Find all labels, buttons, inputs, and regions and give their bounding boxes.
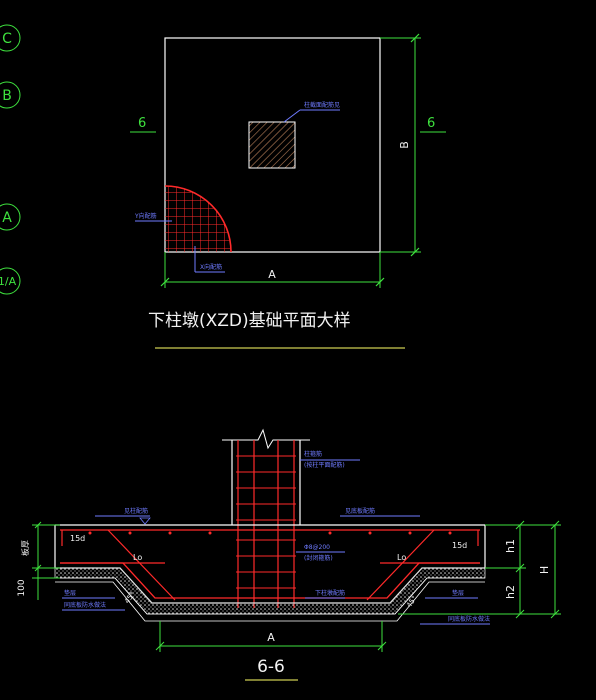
rebar-quarter-mesh: [164, 185, 232, 253]
section-mark-left: 6: [138, 116, 146, 131]
section-mark-right: 6: [427, 116, 435, 131]
column-break-line: [222, 428, 310, 450]
note-top-rebar: 见柱配筋: [124, 507, 148, 515]
axis-bubble-b: B: [0, 81, 21, 109]
axis-bubble-c: C: [0, 24, 21, 52]
slab-top-rebar-dots: [88, 531, 452, 535]
dim-left-bottom: 100: [17, 579, 27, 596]
plan-outline: [164, 37, 381, 253]
dim-right: [398, 520, 561, 619]
axis-label-1a: 1/A: [0, 275, 17, 288]
gravel-layer-bottom: [55, 577, 485, 622]
axis-label-c: C: [2, 31, 12, 47]
axis-label-a: A: [2, 210, 12, 226]
foundation-outline: [54, 524, 486, 604]
note-left-bottom-2: 同底板防水做法: [64, 601, 106, 609]
axis-bubble-a: A: [0, 203, 21, 231]
column-stirrups: [236, 455, 296, 589]
axis-label-b: B: [2, 88, 12, 104]
note-top-rebar-marker: [139, 517, 151, 525]
dim-left-top: 板厚: [20, 540, 30, 556]
dim-a: A: [160, 252, 385, 288]
note-x-rebar: 下柱墩配筋: [315, 589, 345, 597]
dim-b: B: [380, 33, 421, 257]
column-note: 柱截面配筋见: [304, 101, 340, 109]
anchor-rebar-right: [366, 529, 435, 601]
section-dim-a-label: A: [267, 631, 275, 644]
label-15d-left: 15d: [70, 534, 85, 543]
anchor-rebar-left: [107, 529, 176, 601]
note-top-right: 见底板配筋: [345, 507, 375, 515]
note-left-bottom-1: 垫层: [64, 589, 76, 597]
plan-title: 下柱墩(XZD)基础平面大样: [148, 311, 351, 331]
note-stirrup-1: 柱箍筋: [304, 450, 322, 458]
note-stirrup-2: (按柱平面配筋): [304, 461, 345, 469]
y-rebar-note: Y向配筋: [134, 212, 157, 220]
section-title: 6-6: [257, 657, 285, 677]
dim-a-label: A: [268, 268, 276, 281]
dim-H: H: [538, 566, 551, 574]
column-leader: [283, 109, 301, 123]
dim-h2: h2: [504, 585, 517, 599]
column-section: [248, 121, 296, 169]
label-lo-left: Lo: [133, 553, 142, 562]
note-right-bottom-2: 同底板防水做法: [448, 615, 490, 623]
dim-left: [32, 521, 60, 600]
section-dim-a: [155, 621, 387, 652]
dim-h1: h1: [504, 539, 517, 553]
section-view: 板厚 100 h1 h2 H 15d 15d Lo Lo 见柱配筋 柱箍筋 (按…: [17, 428, 561, 681]
label-15d-right: 15d: [452, 541, 467, 550]
plan-view: 柱截面配筋见 Y向配筋 X向配筋 6 6 B: [130, 33, 446, 349]
dim-b-label: B: [398, 141, 411, 149]
label-lo-right: Lo: [397, 553, 406, 562]
axis-bubble-1a: 1/A: [0, 267, 21, 295]
gravel-layer: [54, 567, 486, 615]
x-rebar-note: X向配筋: [200, 263, 222, 271]
note-inner-2: (封闭箍筋): [304, 554, 333, 562]
note-inner-1: Φ8@200: [304, 544, 330, 551]
column-rebar: [237, 440, 295, 608]
note-right-bottom-1: 垫层: [452, 589, 464, 597]
